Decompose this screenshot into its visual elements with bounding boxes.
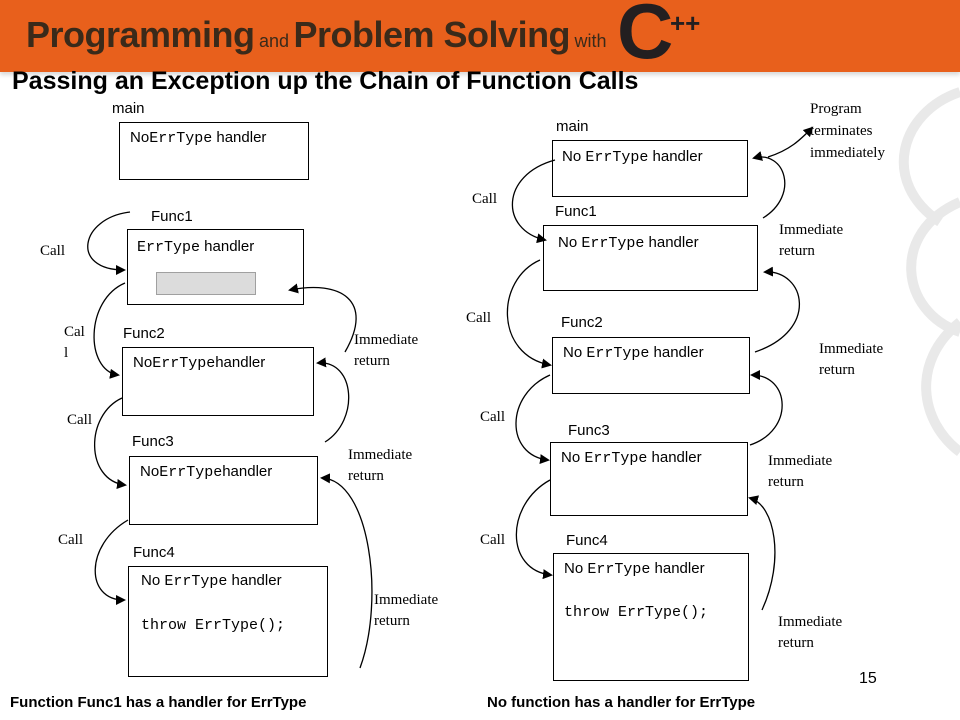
banner-title: Programming and Problem Solving with	[26, 14, 607, 56]
right-return-arrow-2	[754, 266, 801, 353]
right-return-label-4: Immediate return	[778, 614, 843, 651]
right-call-arrow-2	[506, 259, 552, 369]
left-call-label-2: Cal l	[64, 324, 85, 361]
right-func2-handler-text: No ErrType handler	[563, 344, 704, 362]
right-main-label: main	[556, 118, 589, 135]
left-caption: Function Func1 has a handler for ErrType	[10, 694, 307, 711]
left-func3-label: Func3	[132, 433, 174, 450]
right-call-label-2: Call	[466, 310, 491, 326]
left-func2-handler-text: NoErrTypehandler	[133, 354, 266, 372]
right-caption: No function has a handler for ErrType	[487, 694, 756, 711]
left-func1-handler-text: ErrType handler	[137, 238, 255, 256]
banner-word-programming: Programming	[26, 14, 255, 55]
decorative-swirl	[898, 87, 960, 456]
right-call-label-3: Call	[480, 409, 505, 425]
right-call-label-1: Call	[472, 191, 497, 207]
page-number: 15	[859, 670, 877, 687]
left-call-arrow-2	[93, 282, 126, 379]
right-return-label-2: Immediate return	[819, 341, 884, 378]
right-return-arrow-3	[749, 370, 783, 446]
left-return-label-3: Immediate return	[374, 592, 439, 629]
left-main-handler-text: NoErrType handler	[130, 129, 267, 147]
left-call-arrow-4	[94, 519, 129, 605]
right-func1-box: No ErrType handler	[543, 225, 758, 291]
left-call-arrow-3	[94, 397, 127, 489]
right-main-box: No ErrType handler	[552, 140, 748, 197]
left-main-box: NoErrType handler	[119, 122, 309, 180]
right-call-label-4: Call	[480, 532, 505, 548]
cpp-logo-plus: ++	[670, 8, 701, 38]
left-main-label: main	[112, 100, 145, 117]
left-return-label-2: Immediate return	[348, 447, 413, 484]
left-func1-box: ErrType handler	[127, 229, 304, 305]
banner-word-with: with	[574, 31, 607, 51]
right-return-arrow-4	[748, 495, 776, 611]
right-func3-handler-text: No ErrType handler	[561, 449, 702, 467]
left-return-arrow-3	[320, 473, 373, 669]
left-return-arrow-1	[288, 283, 357, 353]
left-func3-handler-text: NoErrTypehandler	[140, 463, 273, 481]
right-throw-statement: throw ErrType();	[564, 604, 709, 621]
right-func3-label: Func3	[568, 422, 610, 439]
slide-title: Passing an Exception up the Chain of Fun…	[12, 67, 639, 95]
left-call-label-3: Call	[67, 412, 92, 428]
right-func4-handler-text: No ErrType handler	[564, 560, 705, 578]
right-func4-label: Func4	[566, 532, 608, 549]
right-return-label-3: Immediate return	[768, 453, 833, 490]
left-call-label-4: Call	[58, 532, 83, 548]
right-func1-handler-text: No ErrType handler	[558, 234, 699, 252]
program-terminates-label: Program terminates immediately	[810, 101, 885, 161]
right-func4-box: No ErrType handler throw ErrType();	[553, 553, 749, 681]
right-func3-box: No ErrType handler	[550, 442, 748, 516]
left-return-label-1: Immediate return	[354, 332, 419, 369]
header-banner: Programming and Problem Solving with C +…	[0, 0, 960, 72]
left-func4-label: Func4	[133, 544, 175, 561]
right-return-arrow-1	[752, 151, 786, 219]
right-func1-label: Func1	[555, 203, 597, 220]
right-call-arrow-1	[511, 159, 556, 244]
left-func4-box: No ErrType handler throw ErrType();	[128, 566, 328, 677]
left-func1-label: Func1	[151, 208, 193, 225]
left-func2-label: Func2	[123, 325, 165, 342]
left-func2-box: NoErrTypehandler	[122, 347, 314, 416]
left-throw-statement: throw ErrType();	[141, 617, 286, 634]
right-func2-label: Func2	[561, 314, 603, 331]
left-call-arrow-1	[87, 211, 131, 275]
right-call-arrow-4	[515, 479, 553, 580]
left-func4-handler-text: No ErrType handler	[141, 572, 282, 590]
right-terminate-arrow	[767, 126, 814, 158]
banner-word-and: and	[259, 31, 290, 51]
right-func2-box: No ErrType handler	[552, 337, 750, 394]
right-return-label-1: Immediate return	[779, 222, 844, 259]
left-func3-box: NoErrTypehandler	[129, 456, 318, 525]
right-call-arrow-3	[515, 374, 551, 465]
banner-word-problem-solving: Problem Solving	[293, 14, 571, 55]
handler-block	[156, 272, 256, 295]
cpp-logo-letter: C	[617, 0, 674, 72]
left-call-label-1: Call	[40, 243, 65, 259]
left-return-arrow-2	[316, 357, 350, 443]
right-main-handler-text: No ErrType handler	[562, 148, 703, 166]
